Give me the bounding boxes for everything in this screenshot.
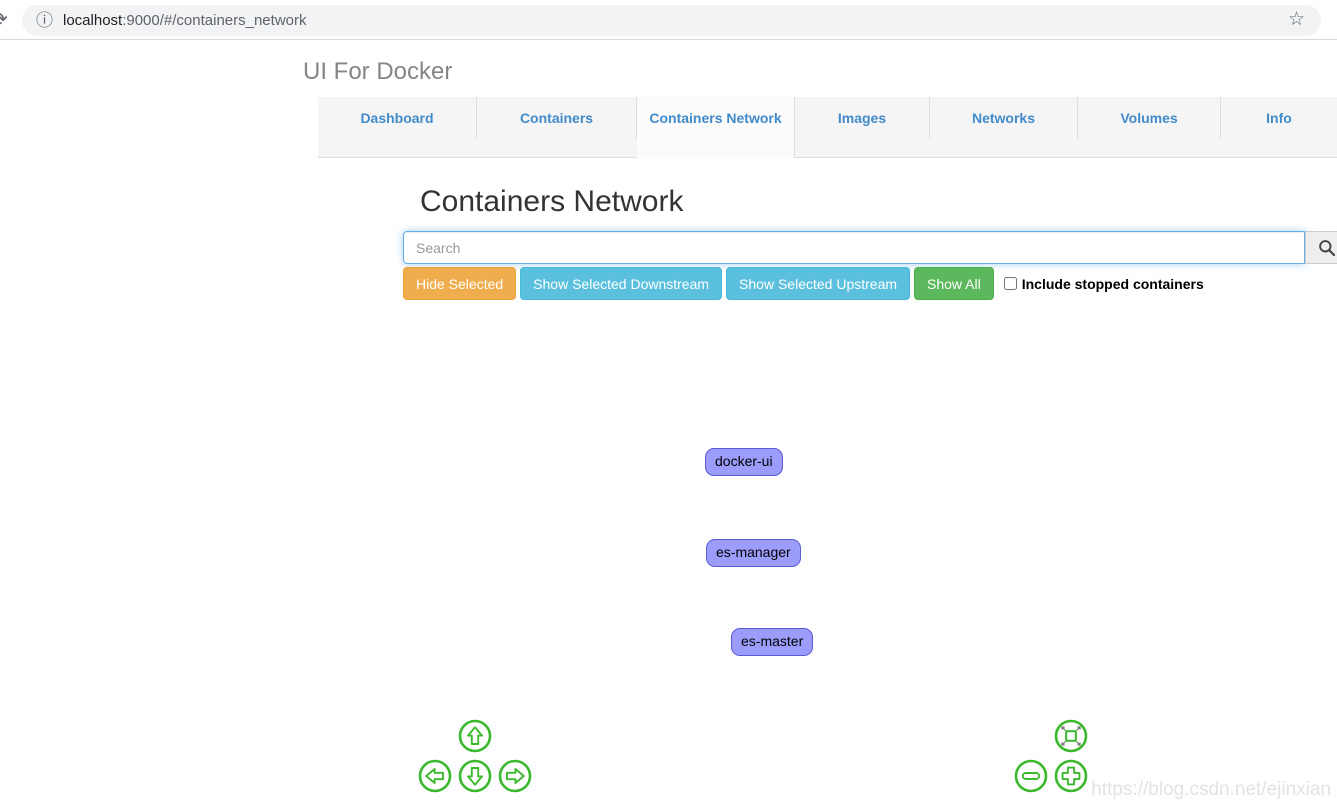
search-input[interactable]	[403, 231, 1305, 264]
app-title: UI For Docker	[303, 58, 453, 85]
action-button-row: Hide Selected Show Selected Downstream S…	[403, 267, 1204, 300]
page-title: Containers Network	[420, 185, 684, 218]
include-stopped-label: Include stopped containers	[1021, 275, 1204, 292]
pan-right-icon	[498, 759, 532, 793]
show-selected-upstream-button[interactable]: Show Selected Upstream	[726, 267, 911, 300]
network-node-es-manager[interactable]: es-manager	[706, 539, 801, 567]
url-host: localhost	[63, 12, 123, 29]
pan-down-button[interactable]	[458, 759, 492, 793]
pan-right-button[interactable]	[498, 759, 532, 793]
search-icon	[1319, 239, 1336, 256]
zoom-in-button[interactable]	[1054, 759, 1088, 793]
include-stopped-group: Include stopped containers	[1003, 275, 1204, 292]
network-node-docker-ui[interactable]: docker-ui	[705, 448, 783, 476]
network-node-es-master[interactable]: es-master	[731, 628, 814, 656]
watermark: https://blog.csdn.net/ejinxian	[1091, 779, 1331, 800]
pan-up-button[interactable]	[458, 719, 492, 753]
nav-tabs: Dashboard Containers Containers Network …	[318, 97, 1337, 158]
reload-icon[interactable]: ⟳	[0, 7, 8, 32]
tab-containers[interactable]: Containers	[477, 97, 637, 139]
pan-up-icon	[458, 719, 492, 753]
hide-selected-button[interactable]: Hide Selected	[403, 267, 517, 300]
tab-containers-network[interactable]: Containers Network	[637, 97, 795, 158]
show-all-button[interactable]: Show All	[914, 267, 994, 300]
zoom-out-icon	[1014, 759, 1048, 793]
tab-volumes[interactable]: Volumes	[1078, 97, 1221, 139]
search-button[interactable]	[1305, 231, 1337, 264]
show-selected-downstream-button[interactable]: Show Selected Downstream	[520, 267, 723, 300]
url-text: localhost:9000/#/containers_network	[63, 12, 307, 29]
url-path: :9000/#/containers_network	[122, 12, 307, 29]
include-stopped-checkbox[interactable]	[1003, 277, 1017, 290]
bookmark-star-icon[interactable]: ☆	[1287, 9, 1305, 30]
tab-networks[interactable]: Networks	[930, 97, 1078, 139]
tab-info[interactable]: Info	[1266, 110, 1292, 126]
address-bar[interactable]: ⓘ localhost:9000/#/containers_network ☆	[22, 5, 1321, 36]
tab-dashboard[interactable]: Dashboard	[318, 97, 477, 139]
zoom-extends-button[interactable]	[1054, 719, 1088, 753]
browser-toolbar: ⟳ ⓘ localhost:9000/#/containers_network …	[0, 0, 1337, 40]
zoom-in-icon	[1054, 759, 1088, 793]
page-info-icon[interactable]: ⓘ	[36, 11, 53, 30]
zoom-extends-icon	[1054, 719, 1088, 753]
pan-left-icon	[418, 759, 452, 793]
pan-left-button[interactable]	[418, 759, 452, 793]
pan-down-icon	[458, 759, 492, 793]
tab-images[interactable]: Images	[795, 97, 930, 139]
zoom-out-button[interactable]	[1014, 759, 1048, 793]
